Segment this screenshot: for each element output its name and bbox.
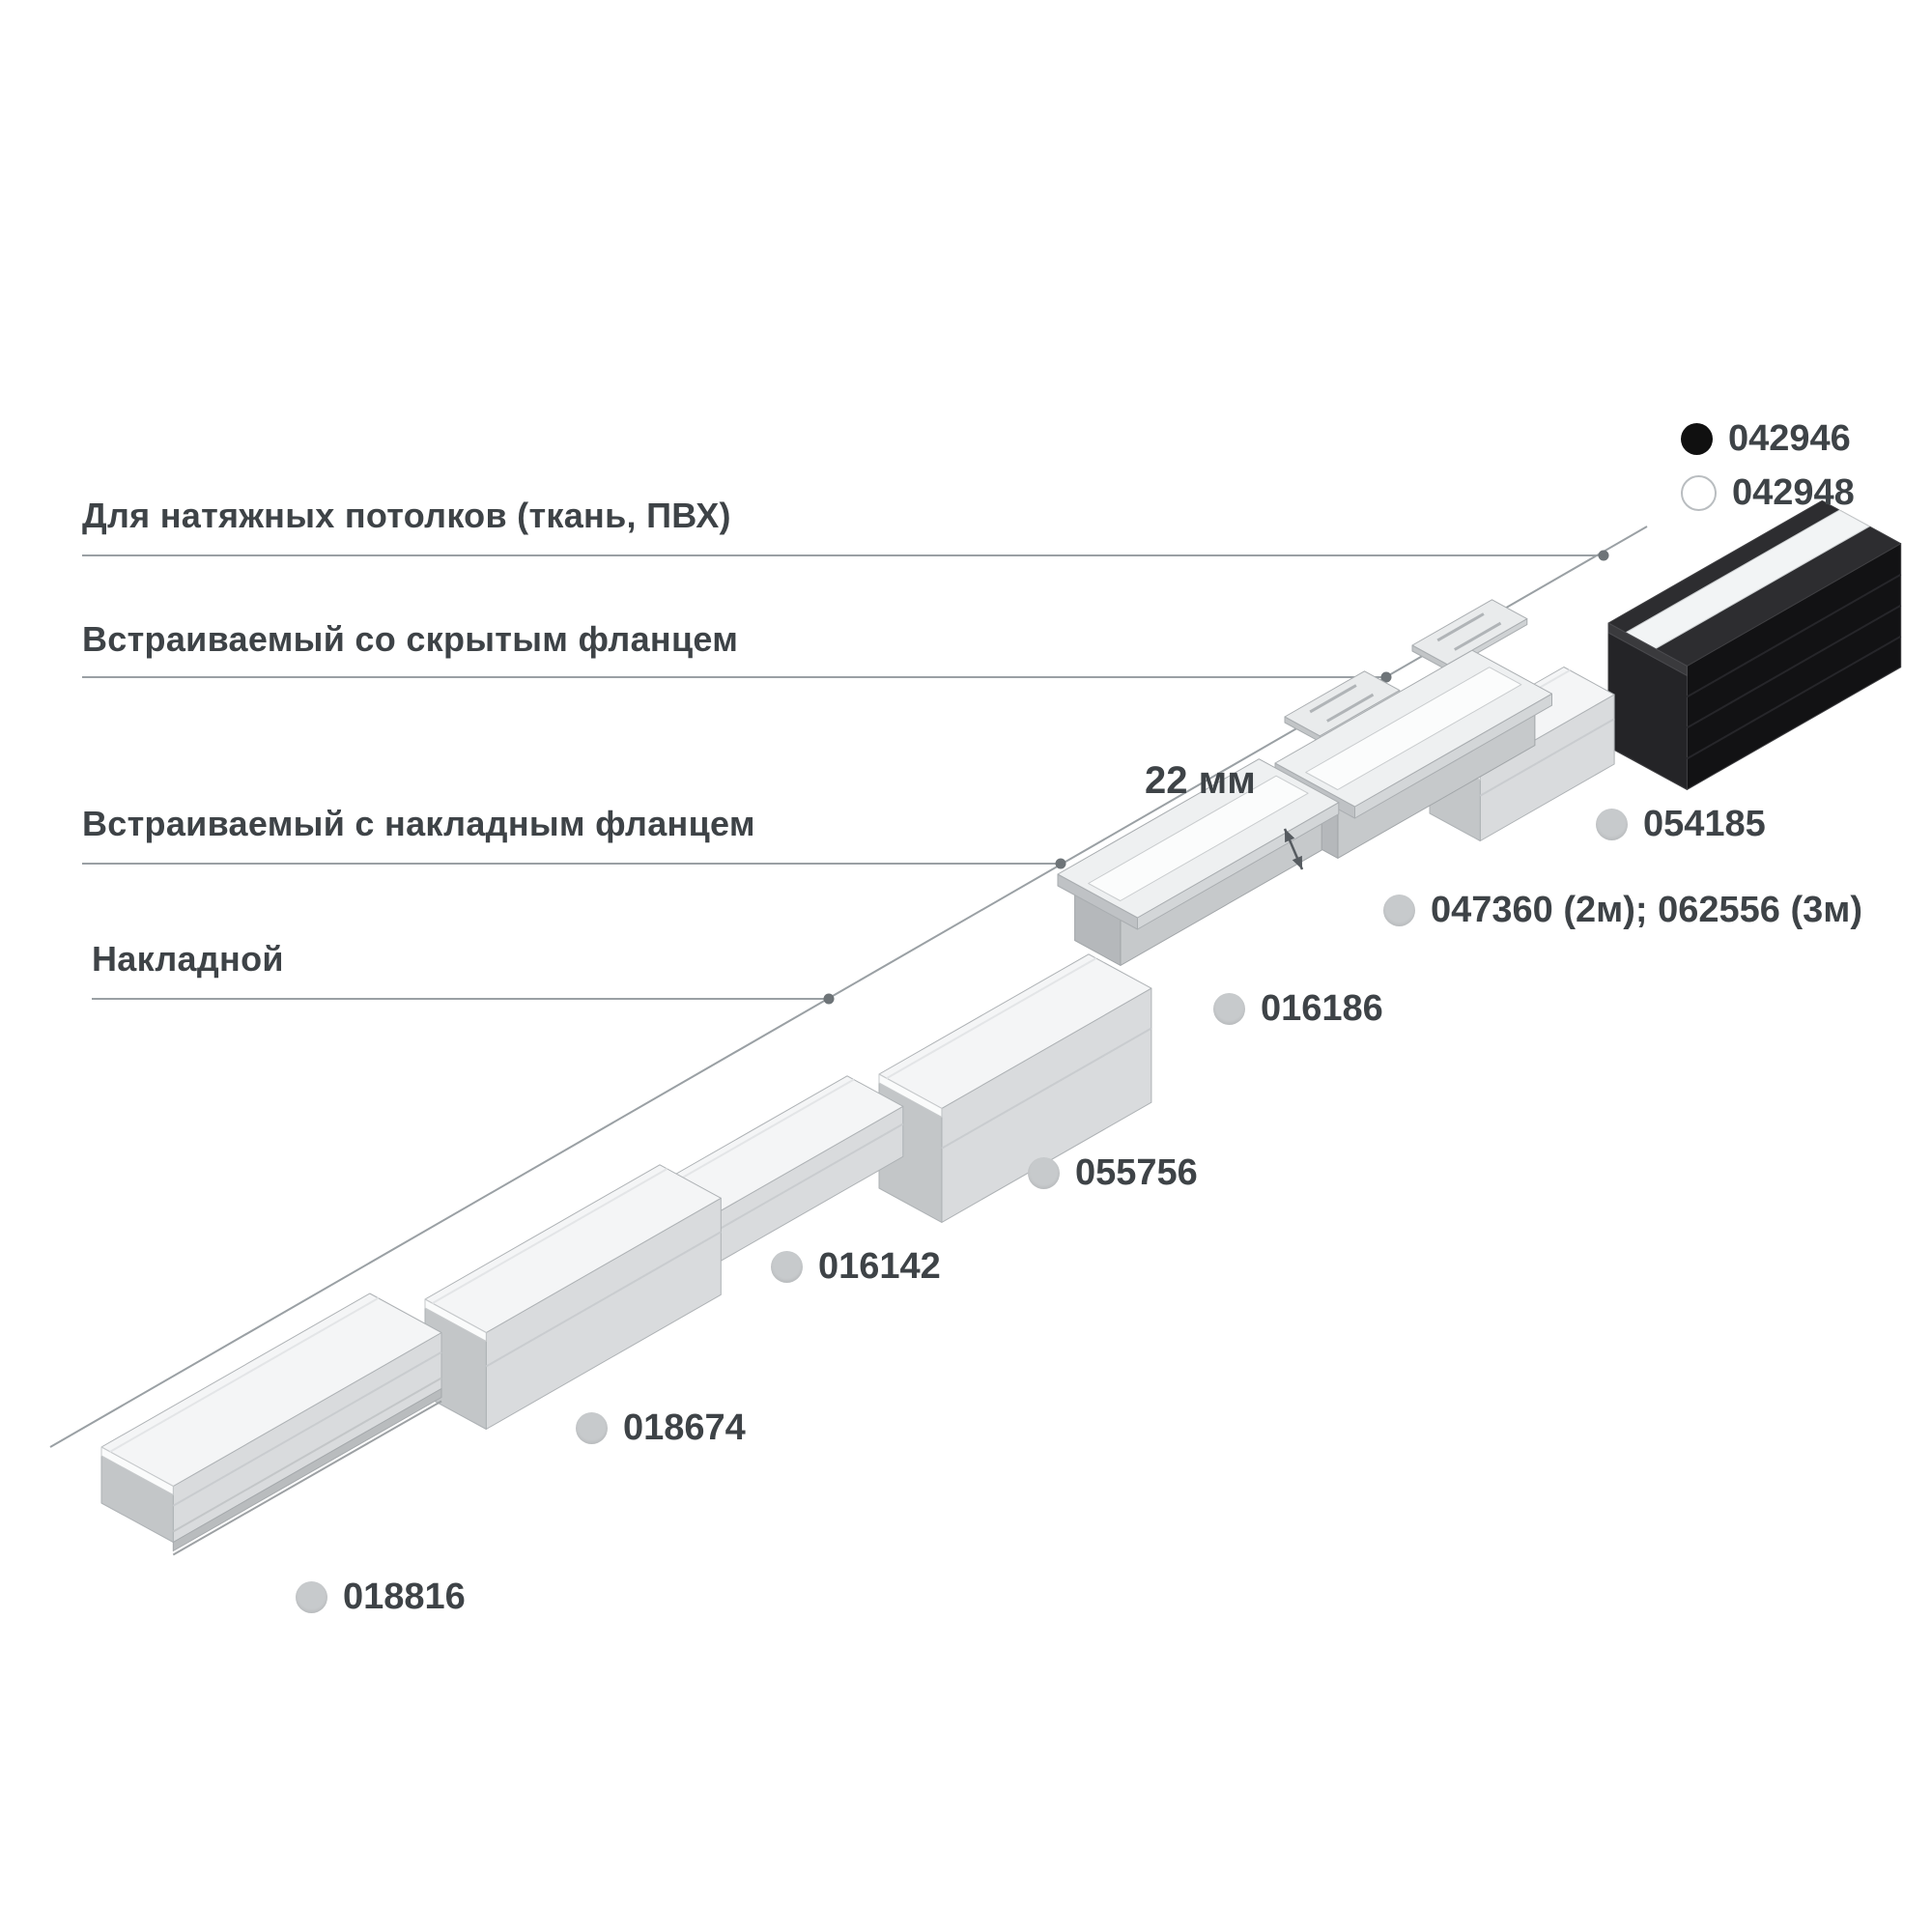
product-marker-circle	[1383, 895, 1415, 926]
category-label-recessed-surface-flange: Встраиваемый с накладным фланцем	[82, 804, 755, 843]
legend-marker-black-circle	[1681, 423, 1713, 455]
legend-item-black: 042946	[1681, 418, 1851, 460]
category-label-stretch-ceiling: Для натяжных потолков (ткань, ПВХ)	[82, 496, 731, 535]
dimension-arrow	[1283, 828, 1304, 870]
product-marker-circle	[296, 1581, 327, 1613]
product-code-item: 047360 (2м); 062556 (3м)	[1383, 890, 1862, 931]
legend-marker-white-circle	[1681, 475, 1717, 511]
profile-illustration-flange-2	[1274, 649, 1552, 859]
legend-item-white: 042948	[1681, 472, 1855, 514]
product-marker-circle	[1213, 993, 1245, 1025]
product-marker-circle	[1028, 1157, 1060, 1189]
profile-illustration-stretch-ceiling	[1607, 499, 1902, 790]
profile-illustration-flange-1	[1057, 758, 1340, 966]
product-code-item: 016142	[771, 1246, 941, 1288]
category-label-surface-mounted: Накладной	[92, 939, 284, 979]
product-code-label: 016186	[1261, 988, 1383, 1029]
product-code-label: 047360 (2м); 062556 (3м)	[1431, 890, 1863, 930]
legend-code-label: 042948	[1732, 472, 1855, 513]
product-marker-circle	[1596, 809, 1628, 840]
product-code-label: 018816	[343, 1577, 466, 1617]
category-label-recessed-hidden-flange: Встраиваемый со скрытым фланцем	[82, 619, 739, 659]
product-code-item: 018674	[576, 1407, 746, 1449]
product-code-label: 055756	[1075, 1152, 1198, 1193]
product-code-label: 018674	[623, 1407, 746, 1448]
product-code-item: 018816	[296, 1577, 466, 1618]
product-code-item: 016186	[1213, 988, 1383, 1030]
legend-code-label: 042946	[1728, 418, 1851, 459]
product-code-item: 055756	[1028, 1152, 1198, 1194]
product-code-item: 054185	[1596, 804, 1766, 845]
product-marker-circle	[576, 1412, 608, 1444]
product-marker-circle	[771, 1251, 803, 1283]
product-code-label: 054185	[1643, 804, 1766, 844]
profile-illustration-surface-1	[100, 1293, 442, 1556]
product-code-label: 016142	[818, 1246, 941, 1287]
dimension-label: 22 мм	[1145, 759, 1256, 802]
